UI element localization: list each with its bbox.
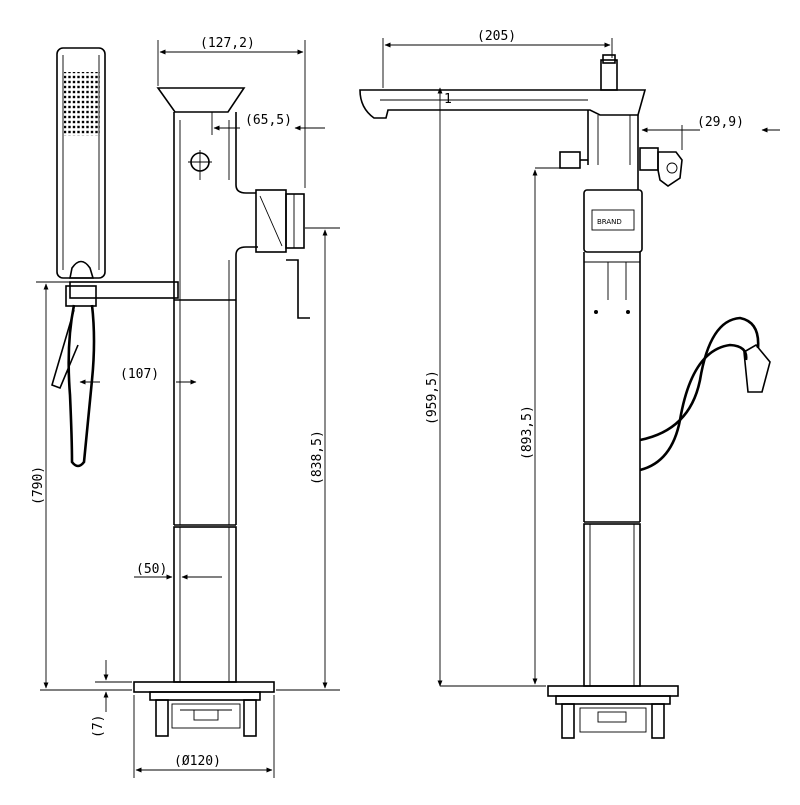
floor-base bbox=[133, 681, 275, 737]
right-view: 1 BRAND bbox=[359, 29, 780, 739]
upper-body bbox=[173, 112, 258, 525]
dim-outlet-height: (838,5) bbox=[310, 430, 325, 485]
side-outlet bbox=[255, 189, 310, 319]
right-dimensions bbox=[382, 38, 780, 687]
dim-outlet-offset: (65,5) bbox=[245, 113, 292, 128]
dim-holder-offset: (107) bbox=[120, 367, 159, 382]
handle-stem bbox=[600, 54, 618, 91]
left-view: (127,2) (65,5) (107) (50) (Ø120) (7) (79… bbox=[31, 36, 340, 778]
dim-hose-outlet-height: (893,5) bbox=[520, 405, 535, 460]
left-dimensions bbox=[36, 40, 340, 778]
column bbox=[173, 524, 237, 683]
dim-spout-reach: (205) bbox=[477, 29, 516, 44]
dim-column-width: (50) bbox=[136, 562, 167, 577]
dim-base-thickness: (7) bbox=[91, 715, 106, 738]
hand-shower bbox=[51, 47, 106, 468]
dim-holder-height: (790) bbox=[31, 466, 46, 505]
valve-fittings bbox=[559, 147, 683, 187]
dim-handle-offset: (127,2) bbox=[200, 36, 255, 51]
spout: 1 bbox=[359, 89, 647, 190]
hose bbox=[639, 316, 771, 472]
brand-plate: BRAND bbox=[597, 218, 622, 226]
main-body: BRAND bbox=[583, 189, 643, 687]
dim-side-outlet-offset: (29,9) bbox=[697, 115, 744, 130]
dim-base-diameter: (Ø120) bbox=[174, 754, 221, 769]
floor-base-right bbox=[547, 685, 679, 739]
shower-holder bbox=[65, 281, 179, 307]
spout-mark: 1 bbox=[444, 92, 452, 107]
top-cup bbox=[156, 87, 246, 113]
dim-total-height: (959,5) bbox=[425, 370, 440, 425]
